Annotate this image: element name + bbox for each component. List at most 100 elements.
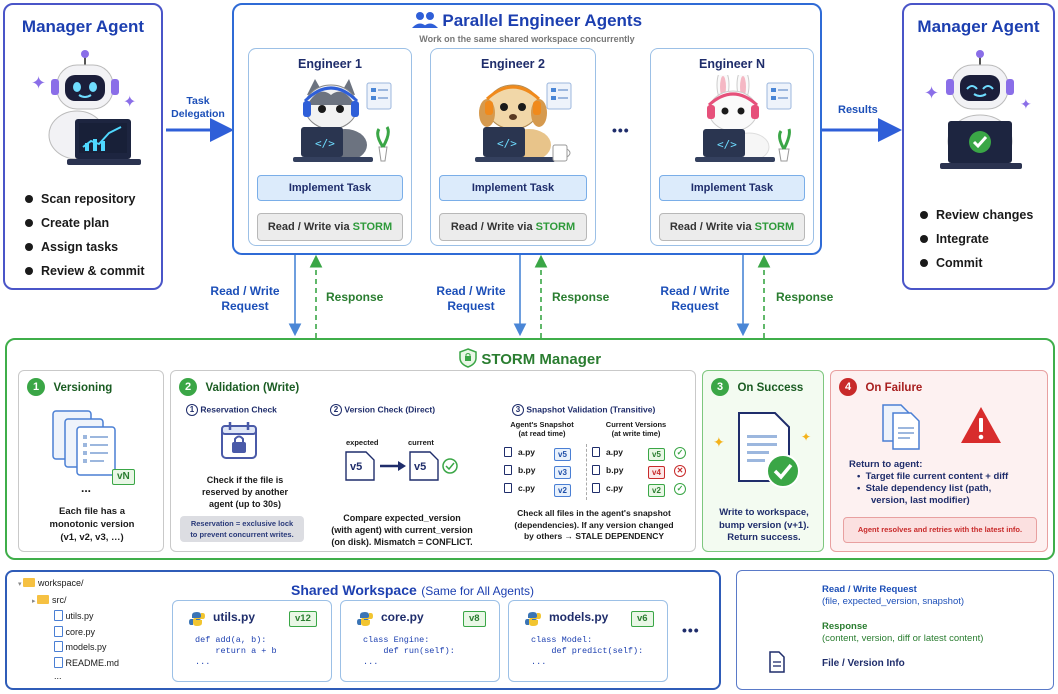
workspace-ellipsis: ••• [682,622,700,638]
svg-text:✦: ✦ [924,83,939,103]
file-success-icon: ✦✦ [713,412,811,488]
response-label-n: Response [776,290,834,304]
file-version-badge: v12 [289,611,317,627]
snapshot-version: v2 [554,484,571,497]
file-icon [504,483,512,493]
versioning-dots: ... [81,481,92,495]
current-version: v2 [648,484,665,497]
engineer-name: Engineer N [699,57,765,71]
cross-icon: ✕ [674,465,686,477]
snapshot-col1-header: Agent's Snapshot(at read time) [510,420,574,438]
file-icon [504,465,512,475]
expected-version: v5 [350,461,363,473]
tree-file[interactable]: utils.py [18,609,158,625]
legend-file-info: File / Version Info [822,658,905,669]
code-card-utils[interactable]: utils.py v12 def add(a, b): return a + b… [172,600,332,682]
code-snippet: class Engine: def run(self):... [363,635,455,667]
tree-file[interactable]: core.py [18,625,158,641]
parallel-title: Parallel Engineer Agents [442,11,643,30]
rabbit-engineer-icon: </> [695,75,792,162]
snapshot-col2-header: Agent's Snapshot Current Versions(at wri… [605,420,667,438]
cat-engineer-icon: </> [293,79,392,162]
legend-panel [736,570,1054,690]
file-icon [54,610,63,621]
read-write-storm-box: Read / Write via STORM [659,213,805,241]
section-title: On Success [737,382,804,395]
code-snippet: class Model: def predict(self):... [531,635,644,667]
success-section: 3 On Success ✦✦ Write to workspace,bump … [702,370,824,552]
python-icon [525,612,541,626]
code-card-core[interactable]: core.py v8 class Engine: def run(self):.… [340,600,500,682]
folder-icon [37,594,50,604]
file-icon [592,447,600,457]
task-delegation-label: Task Delegation [171,95,225,120]
section-title: Validation (Write) [205,382,300,395]
section-title: On Failure [865,382,923,395]
read-write-storm-box: Read / Write via STORM [439,213,587,241]
current-version: v5 [648,448,665,461]
snapshot-file: c.py [518,483,536,493]
stacked-files-icon [52,410,116,476]
implement-task-box: Implement Task [439,175,587,201]
svg-text:✦: ✦ [713,434,725,450]
list-item: Integrate [918,227,1033,251]
response-label-2: Response [552,290,610,304]
version-compare-icon [345,451,458,481]
code-file-name: core.py [381,610,424,624]
code-snippet: def add(a, b): return a + b... [195,635,277,667]
svg-text:</>: </> [497,137,517,150]
check-icon: ✓ [674,483,686,495]
file-icon [54,625,63,637]
legend-request: Read / Write Request (file, expected_ver… [822,584,965,607]
tree-file[interactable]: README.md [18,656,158,672]
engineer-card-n: Engineer N </> Implement Task Read / Wri… [650,48,814,246]
failure-desc: Return to agent: • Target file current c… [849,459,1009,506]
snapshot-version: v5 [554,448,571,461]
tree-folder-src[interactable]: ▸ src/ [32,594,67,605]
success-desc: Write to workspace,bump version (v+1).Re… [718,507,809,543]
snapshot-version: v3 [554,466,571,479]
step-number: 1 [27,378,45,396]
read-write-storm-box: Read / Write via STORM [257,213,403,241]
response-label-1: Response [326,290,384,304]
snapshot-title: 3 Snapshot Validation (Transitive) [512,404,655,416]
current-version: v5 [414,461,427,473]
calendar-lock-icon [221,422,257,459]
workspace-title: Shared Workspace [291,582,417,598]
version-check-desc: Compare expected_version(with agent) wit… [331,513,473,547]
current-label: current [408,438,434,447]
engineer-name: Engineer 2 [481,57,545,71]
current-version: v4 [648,466,665,479]
file-icon [54,641,63,652]
tree-file[interactable]: models.py [18,640,158,656]
robot-check-icon: ✦ ✦ [924,50,1032,169]
tree-folder-workspace[interactable]: ▾ workspace/ [18,578,84,588]
list-item: Commit [918,251,1033,275]
file-tree: ▾ workspace/ ▸ src/ utils.py core.py mod… [18,576,158,681]
snapshot-file: a.py [518,447,536,457]
dog-engineer-icon: </> [475,82,572,162]
version-badge: vN [112,469,135,485]
right-manager-panel: Manager Agent ✦ ✦ Review changes Integra… [902,3,1055,290]
svg-text:✦: ✦ [801,430,811,444]
tree-more: ... [54,671,62,681]
file-icon [54,656,63,668]
left-manager-panel: Manager Agent ✦ ✦ Scan repository Create… [3,3,163,290]
engineers-ellipsis: ••• [612,122,630,138]
right-manager-list: Review changes Integrate Commit [918,203,1033,275]
robot-laptop-icon: ✦ ✦ [31,50,141,165]
file-icon [504,447,512,457]
code-card-models[interactable]: models.py v6 class Model: def predict(se… [508,600,668,682]
implement-task-box: Implement Task [659,175,805,201]
right-manager-title: Manager Agent [917,17,1040,36]
snapshot-file: b.py [518,465,536,475]
files-icon [882,404,920,450]
left-manager-title: Manager Agent [21,17,145,36]
